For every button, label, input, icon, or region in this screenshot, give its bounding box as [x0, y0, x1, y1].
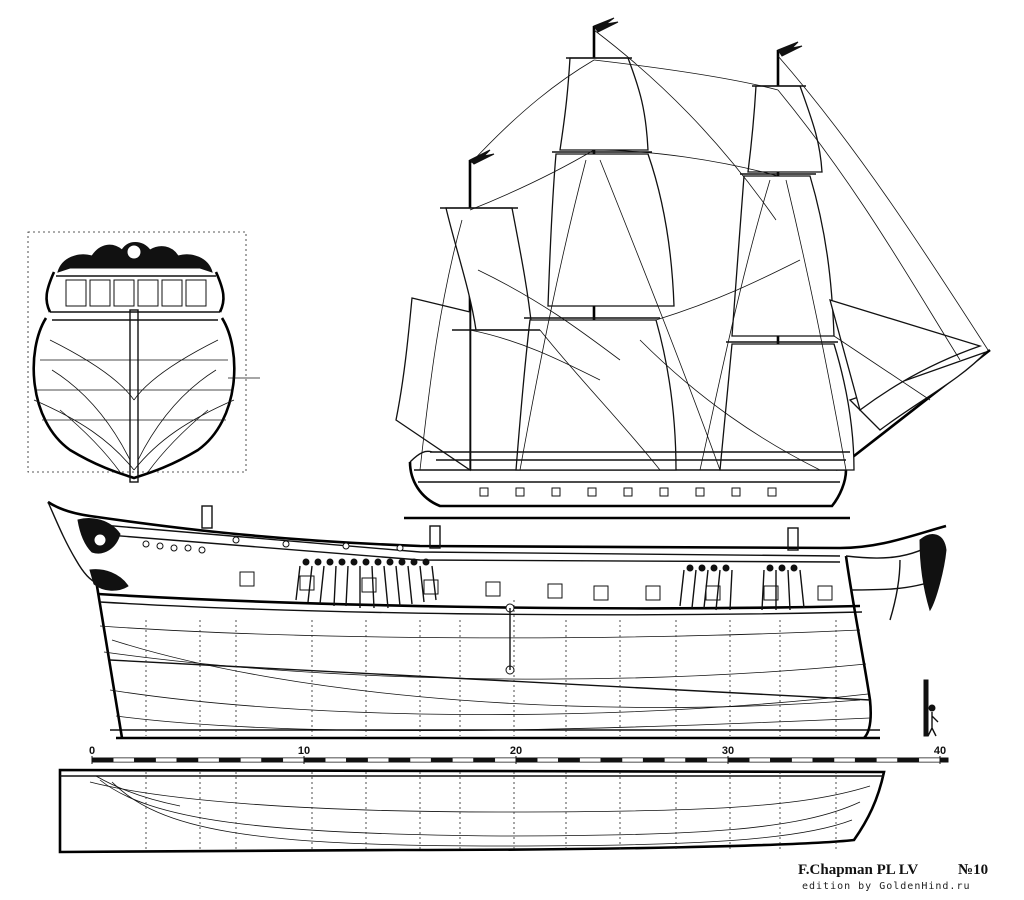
scale-segment	[558, 757, 580, 763]
edition-credit: edition by GoldenHind.ru	[802, 881, 971, 892]
plate-number: №10	[958, 862, 988, 878]
bow-stem	[844, 555, 873, 739]
plate-caption: F.Chapman PL LV №10 edition by GoldenHin…	[798, 862, 988, 892]
scale-segment	[727, 757, 750, 763]
scale-segment	[346, 757, 368, 763]
scale-segment	[240, 757, 262, 763]
scale-bar: 0 10 20 30 40	[89, 745, 949, 764]
scale-segment	[642, 757, 665, 763]
scale-segment	[770, 757, 792, 763]
scale-segment	[155, 757, 178, 763]
scale-segment	[218, 757, 241, 763]
scale-segment	[876, 757, 898, 763]
scale-segment	[134, 757, 156, 763]
scale-segment	[706, 757, 729, 763]
half-breadth-plan	[58, 768, 886, 854]
human-scale-figure	[923, 679, 939, 737]
sail-plan-gunports	[479, 487, 777, 497]
scale-segment	[579, 757, 602, 763]
stern-hull-outline	[32, 317, 236, 480]
half-breadth-outline	[58, 768, 886, 854]
scale-segment	[621, 757, 644, 763]
scale-tick-label: 40	[934, 745, 946, 757]
scale-bar-segments	[91, 757, 941, 763]
scale-segment	[388, 757, 411, 763]
scale-segment	[176, 757, 199, 763]
scale-segment	[430, 757, 453, 763]
scale-segment	[473, 757, 496, 763]
sail-plan	[395, 17, 991, 520]
scale-segment	[897, 757, 920, 763]
sheer-plan-gunports	[239, 571, 833, 601]
stern-windows	[65, 279, 207, 307]
plate-title: F.Chapman PL LV	[798, 862, 918, 878]
scale-segment	[833, 757, 856, 763]
scale-segment	[600, 757, 623, 763]
scale-segment	[854, 757, 877, 763]
scale-segment	[452, 757, 474, 763]
scale-segment	[918, 757, 941, 763]
scale-tick-label: 0	[89, 745, 95, 757]
scale-segment	[303, 757, 326, 763]
scale-segment	[367, 757, 390, 763]
sheer-line	[47, 500, 947, 550]
stern-view	[27, 231, 260, 483]
scale-segment	[536, 757, 559, 763]
scale-segment	[515, 757, 538, 763]
sail-plan-hull	[408, 461, 848, 508]
scale-tick-label: 10	[298, 745, 310, 757]
deck-fittings	[142, 536, 404, 554]
scale-segment	[409, 757, 432, 763]
scale-segment	[664, 757, 686, 763]
chainplates	[295, 558, 805, 611]
scale-tick-label: 20	[510, 745, 522, 757]
scale-segment	[261, 757, 284, 763]
scale-segment	[197, 757, 220, 763]
scale-segment	[324, 757, 347, 763]
sheer-plan	[47, 500, 947, 740]
scale-segment	[494, 757, 517, 763]
scale-segment	[91, 757, 114, 763]
scale-segment	[685, 757, 708, 763]
scale-tick-label: 30	[722, 745, 734, 757]
scale-segment	[748, 757, 771, 763]
scale-segment	[812, 757, 835, 763]
scale-segment	[791, 757, 814, 763]
scale-segment	[112, 757, 135, 763]
rigging-lines	[419, 29, 989, 471]
scale-segment	[282, 757, 305, 763]
